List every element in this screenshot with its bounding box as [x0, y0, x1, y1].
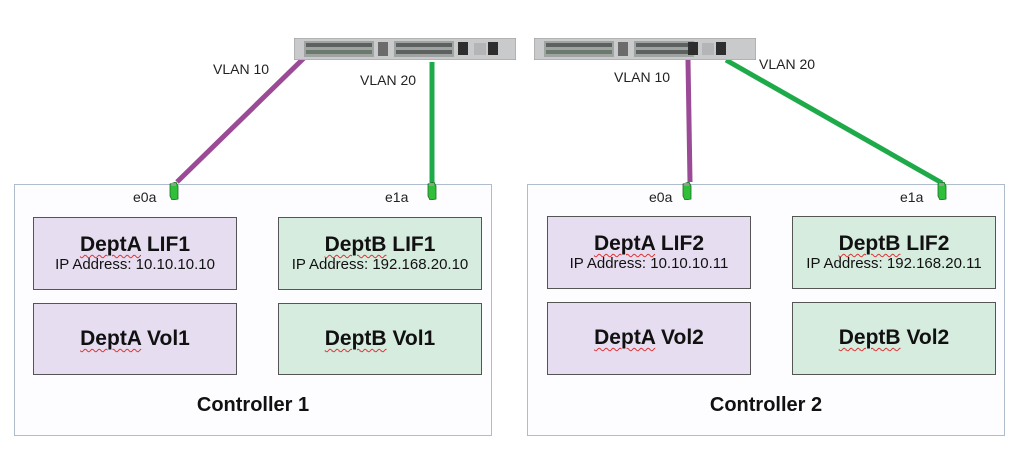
controller-label: Controller 2	[709, 394, 823, 416]
lif-box-deptb: DeptB LIF1 IP Address: 192.168.20.10	[278, 217, 482, 290]
lif-ip-address: IP Address: 192.168.20.11	[806, 255, 982, 272]
port-label-e0a: e0a	[133, 189, 157, 205]
vlan-label: VLAN 10	[614, 69, 671, 85]
network-port-icon	[169, 182, 179, 200]
port-label-e1a: e1a	[385, 189, 409, 205]
vlan10-link-controller-1	[175, 55, 307, 184]
network-switch-icon	[534, 38, 756, 60]
volume-box-deptb: DeptB Vol2	[792, 302, 996, 375]
lif-box-deptb: DeptB LIF2 IP Address: 192.168.20.11	[792, 216, 996, 289]
vlan-label: VLAN 10	[213, 61, 270, 77]
vlan-label: VLAN 20	[360, 72, 417, 88]
vlan10-link-controller-2	[685, 59, 693, 183]
port-label-e1a: e1a	[900, 189, 924, 205]
controller-1: e0a e1a DeptA LIF1 IP Address: 10.10.10.…	[14, 184, 492, 436]
lif-title: DeptB LIF1	[324, 233, 436, 256]
volume-box-depta: DeptA Vol1	[33, 303, 237, 375]
vlan-label: VLAN 20	[759, 56, 816, 72]
lif-ip-address: IP Address: 192.168.20.10	[291, 256, 469, 273]
controller-2: e0a e1a DeptA LIF2 IP Address: 10.10.10.…	[527, 184, 1005, 436]
lif-title: DeptA LIF2	[593, 232, 705, 255]
volume-box-depta: DeptA Vol2	[547, 302, 751, 375]
lif-title: DeptA LIF1	[79, 233, 191, 256]
lif-ip-address: IP Address: 10.10.10.11	[569, 255, 729, 272]
volume-box-deptb: DeptB Vol1	[278, 303, 482, 375]
controller-label: Controller 1	[196, 394, 310, 416]
volume-title: DeptA Vol1	[80, 327, 190, 350]
port-label-e0a: e0a	[649, 189, 673, 205]
lif-box-depta: DeptA LIF1 IP Address: 10.10.10.10	[33, 217, 237, 290]
lif-title: DeptB LIF2	[838, 232, 950, 255]
vlan20-link-controller-2	[724, 57, 944, 186]
network-port-icon	[682, 182, 692, 200]
network-switch-icon	[294, 38, 516, 60]
network-port-icon	[937, 182, 947, 200]
volume-title: DeptB Vol1	[324, 327, 436, 350]
lif-ip-address: IP Address: 10.10.10.10	[55, 256, 215, 273]
volume-title: DeptA Vol2	[594, 326, 704, 349]
network-port-icon	[427, 182, 437, 200]
volume-title: DeptB Vol2	[838, 326, 950, 349]
lif-box-depta: DeptA LIF2 IP Address: 10.10.10.11	[547, 216, 751, 289]
